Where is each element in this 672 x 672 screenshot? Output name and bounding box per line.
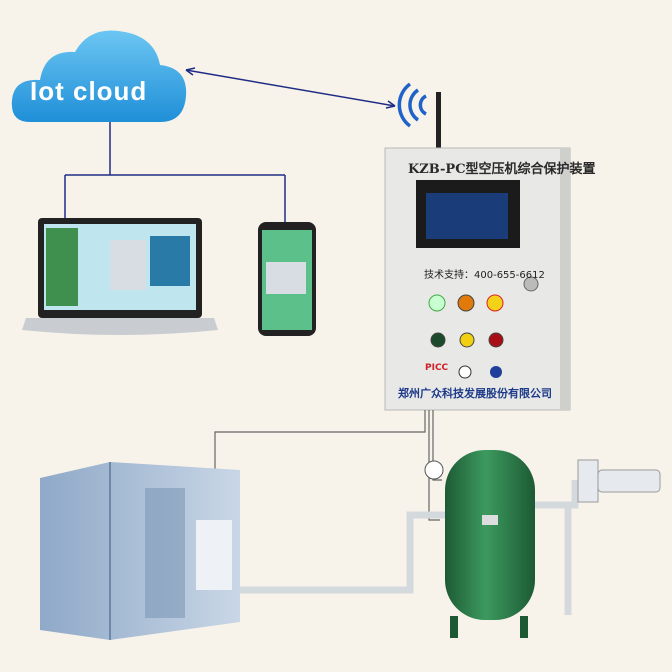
air-pipes [240,480,579,615]
cloud-icon [11,30,187,123]
cabinet-company: 郑州广众科技发展股份有限公司 [398,387,552,400]
cabinet-support-phone: 技术支持：400-655-6612 [424,270,545,281]
network-lines [64,67,396,222]
signal-wires [214,410,442,521]
smartphone-icon [258,222,316,336]
air-tank-icon [424,450,535,638]
wifi-signal-icon [397,82,427,128]
picc-logo: PICC [425,363,449,373]
control-cabinet-icon [384,147,571,411]
air-compressor-icon [40,462,240,640]
cabinet-title: KZB-PC型空压机综合保护装置 [408,162,596,177]
cloud-label: Iot cloud [30,76,148,106]
laptop-icon [22,218,218,335]
valve-icon [577,459,661,503]
antenna-icon [436,92,441,150]
